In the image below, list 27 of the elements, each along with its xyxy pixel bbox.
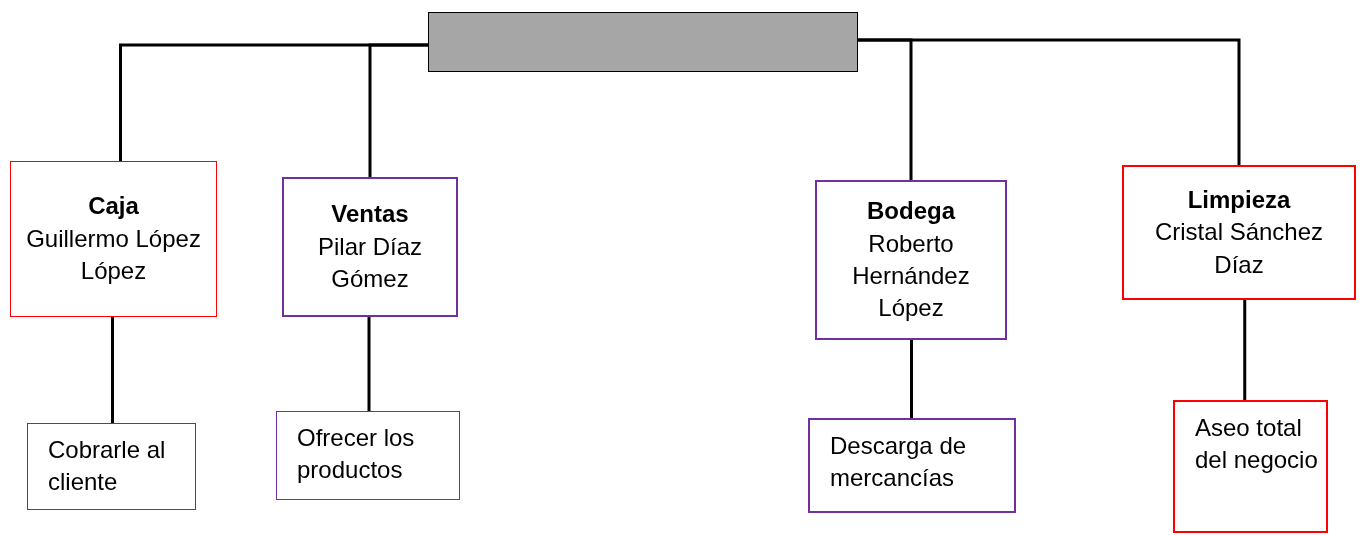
connector-line bbox=[367, 317, 371, 411]
connector-line bbox=[858, 38, 1241, 165]
connector-line bbox=[910, 340, 913, 418]
task-text: Aseo total del negocio bbox=[1195, 413, 1319, 476]
person-name: Guillermo López López bbox=[25, 223, 202, 287]
department-title: Limpieza bbox=[1186, 184, 1292, 215]
department-title: Bodega bbox=[866, 196, 957, 227]
empty-box bbox=[428, 12, 858, 72]
department-title: Ventas bbox=[330, 199, 410, 230]
task-text: Cobrarle al cliente bbox=[48, 435, 167, 498]
person-name: Roberto Hernández López bbox=[851, 228, 971, 324]
person-name: Pilar Díaz Gómez bbox=[317, 231, 423, 295]
department-box bbox=[282, 177, 458, 317]
department-box bbox=[10, 161, 217, 317]
task-box bbox=[27, 423, 196, 510]
connector-line bbox=[1243, 300, 1247, 400]
department-title: Caja bbox=[87, 191, 140, 222]
connector-line bbox=[368, 43, 428, 177]
task-text: Ofrecer los productos bbox=[297, 423, 416, 486]
connector-line bbox=[111, 317, 114, 423]
person-name: Cristal Sánchez Díaz bbox=[1153, 217, 1325, 280]
task-text: Descarga de mercancías bbox=[830, 431, 968, 494]
task-box bbox=[1173, 400, 1328, 533]
task-box bbox=[276, 411, 460, 500]
department-box bbox=[1122, 165, 1356, 300]
task-box bbox=[808, 418, 1016, 513]
department-box bbox=[815, 180, 1007, 340]
